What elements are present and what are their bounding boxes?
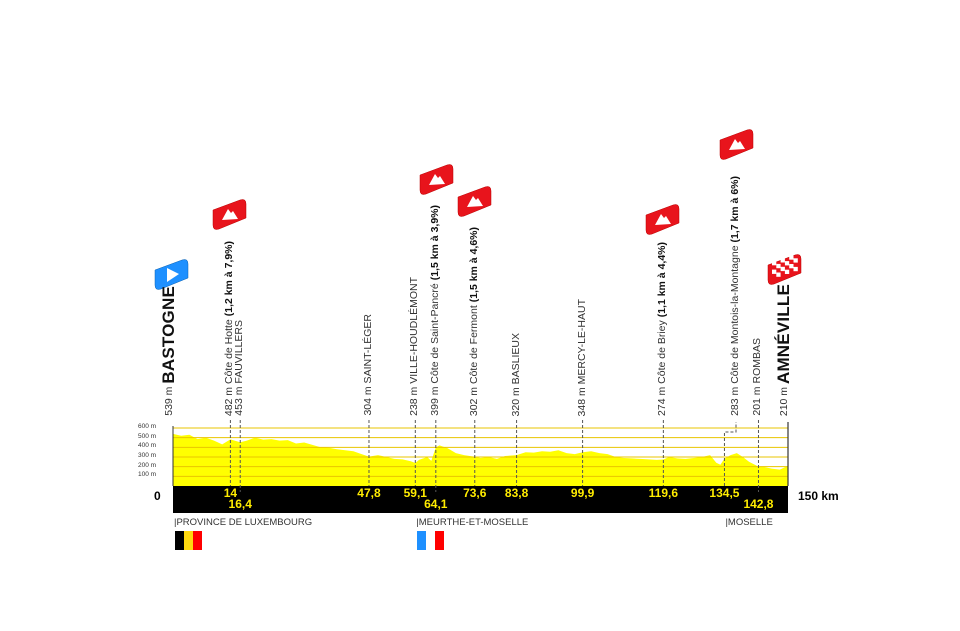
region-flag-stripe xyxy=(175,531,184,550)
altitude: 302 m xyxy=(467,386,480,416)
marker-label-start: 539 m BASTOGNE xyxy=(159,286,183,416)
marker-label-point: 320 m BASLIEUX xyxy=(509,332,523,416)
region-label: |MOSELLE xyxy=(725,517,773,528)
altitude: 304 m xyxy=(361,386,374,416)
mountain-climb-icon xyxy=(212,199,247,230)
mountain-climb-icon xyxy=(419,164,454,195)
marker-dashed-line xyxy=(723,422,737,486)
km-label: 119,6 xyxy=(648,486,679,500)
y-tick-label: 100 m xyxy=(138,471,157,479)
climb-detail: (1,5 km à 4,6%) xyxy=(467,226,480,303)
region-flag-stripe xyxy=(193,531,202,550)
marker-label-climb: 283 m Côte de Montois-la-Montagne (1,7 k… xyxy=(729,176,742,416)
altitude: 320 m xyxy=(509,386,522,416)
start-km-label: 0 xyxy=(154,489,161,503)
km-label: 83,8 xyxy=(504,486,529,500)
region-flag-stripe xyxy=(426,531,436,550)
marker-label-climb: 274 m Côte de Briey (1,1 km à 4,4%) xyxy=(656,242,669,416)
marker-label-finish: 210 m AMNÉVILLE xyxy=(774,284,798,416)
place-name: Côte de Saint-Pancré xyxy=(428,283,441,384)
km-label: 134,5 xyxy=(709,486,740,500)
km-label: 142,8 xyxy=(743,497,774,511)
mountain-climb-icon xyxy=(719,129,754,160)
place-name: MERCY-LE-HAUT xyxy=(575,298,588,384)
marker-label-point: 238 m VILLE-HOUDLÉMONT xyxy=(408,277,421,416)
marker-label-point: 453 m FAUVILLERS xyxy=(233,320,246,416)
marker-label-point: 304 m SAINT-LÉGER xyxy=(361,314,375,416)
climb-detail: (1,7 km à 6%) xyxy=(729,176,741,243)
elevation-area xyxy=(173,433,788,486)
place-name: SAINT-LÉGER xyxy=(361,314,374,384)
place-name: FAUVILLERS xyxy=(233,320,246,384)
altitude: 539 m xyxy=(163,386,175,416)
altitude: 238 m xyxy=(408,386,421,416)
altitude: 274 m xyxy=(656,386,669,416)
mountain-climb-icon xyxy=(457,186,492,217)
y-tick-label: 300 m xyxy=(138,451,157,459)
km-label: 73,6 xyxy=(463,486,487,500)
km-label: 59,1 xyxy=(403,486,427,500)
region-label: |PROVINCE DE LUXEMBOURG xyxy=(174,517,313,528)
mountain-climb-icon xyxy=(645,204,680,235)
marker-label-point: 201 m ROMBAS xyxy=(751,338,764,416)
climb-detail: (1,1 km à 4,4%) xyxy=(656,242,669,318)
altitude: 210 m xyxy=(778,386,790,416)
y-tick-label: 500 m xyxy=(138,432,157,440)
region-flag-stripe xyxy=(435,531,445,550)
y-tick-label: 600 m xyxy=(138,422,157,430)
km-label: 64,1 xyxy=(424,497,448,511)
km-label: 16,4 xyxy=(228,497,252,511)
place-name: BASLIEUX xyxy=(509,332,522,384)
altitude: 201 m xyxy=(751,386,764,416)
place-name: VILLE-HOUDLÉMONT xyxy=(408,277,421,384)
region-flag-stripe xyxy=(417,531,427,550)
km-label: 99,9 xyxy=(570,486,595,500)
total-distance-label: 150 km xyxy=(798,489,839,503)
altitude: 283 m xyxy=(729,386,741,416)
marker-label-climb: 302 m Côte de Fermont (1,5 km à 4,6%) xyxy=(467,226,481,416)
climb-detail: (1,2 km à 7,9%) xyxy=(223,240,236,317)
y-tick-label: 200 m xyxy=(138,461,157,469)
start-flag-icon xyxy=(154,259,189,290)
place-name: ROMBAS xyxy=(751,338,764,384)
altitude: 399 m xyxy=(428,386,441,416)
altitude: 348 m xyxy=(575,386,588,416)
marker-label-climb: 399 m Côte de Saint-Pancré (1,5 km à 3,9… xyxy=(428,205,442,416)
place-name: Côte de Briey xyxy=(656,320,669,384)
finish-checkered-icon xyxy=(767,254,802,285)
region-label: |MEURTHE-ET-MOSELLE xyxy=(416,517,529,528)
km-band xyxy=(173,486,788,513)
km-label: 47,8 xyxy=(357,486,381,500)
place-name: Côte de Montois-la-Montagne xyxy=(729,245,741,384)
altitude: 453 m xyxy=(233,386,246,416)
place-name: BASTOGNE xyxy=(159,286,178,384)
climb-detail: (1,5 km à 3,9%) xyxy=(428,205,441,281)
y-tick-label: 400 m xyxy=(138,442,157,450)
place-name: AMNÉVILLE xyxy=(774,283,793,384)
km-label: 14 xyxy=(223,486,238,500)
region-flag-stripe xyxy=(184,531,193,550)
marker-label-point: 348 m MERCY-LE-HAUT xyxy=(575,298,589,416)
place-name: Côte de Fermont xyxy=(467,305,480,384)
